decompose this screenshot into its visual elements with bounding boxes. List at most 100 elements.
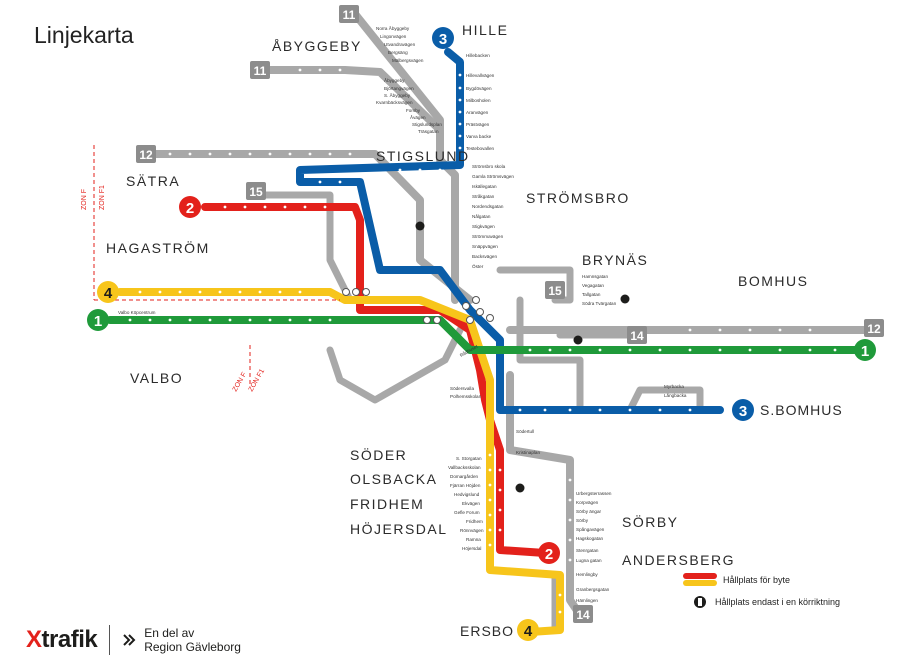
badge-line-15-east: 15 xyxy=(545,281,565,299)
district-hille: HILLE xyxy=(462,22,509,38)
route-11b xyxy=(256,66,444,134)
stop-label: Bygdövägen xyxy=(466,86,492,91)
line-1 xyxy=(106,316,859,354)
stop-label: Backsvägen xyxy=(472,254,497,259)
one-direction-icon xyxy=(415,221,425,231)
badge-line-15-west: 15 xyxy=(246,182,266,200)
line-badges: 1 1 2 2 3 3 4 4 11 11 12 12 14 14 15 15 xyxy=(87,5,884,641)
brand-divider xyxy=(109,625,111,655)
zone-f1-label: ZON F1 xyxy=(99,185,106,210)
stop-label: Hillebacken xyxy=(466,53,490,58)
svg-text:12: 12 xyxy=(139,148,153,162)
brand-subtitle: En del av Region Gävleborg xyxy=(144,626,241,654)
svg-text:1: 1 xyxy=(94,313,102,330)
svg-text:11: 11 xyxy=(343,8,356,22)
one-direction-icon xyxy=(694,596,706,608)
stop-label: Hamnsgatan xyxy=(582,274,608,279)
district-satra: SÄTRA xyxy=(126,173,181,189)
stop-label: Nålgatan xyxy=(472,213,491,219)
stop-label: Strömmavägen xyxy=(472,234,504,239)
stop-label: Mälbergsvägen xyxy=(392,58,424,63)
svg-text:12: 12 xyxy=(867,322,881,336)
stop-label: Snäppvägen xyxy=(472,244,498,249)
legend: Hållplats för byte Hållplats endast i en… xyxy=(683,572,883,616)
line-4 xyxy=(116,288,564,636)
stop-label: Södertull xyxy=(516,429,534,434)
stop-label: Långbacka xyxy=(664,392,687,398)
stop-label: Varva backe xyxy=(466,134,492,139)
stop-label: Sörby xyxy=(576,518,589,523)
stop-label: Åbyggeby xyxy=(384,77,405,83)
badge-line-3-east: 3 xyxy=(732,399,754,421)
stop-label: Södra Tvärgatan xyxy=(582,301,617,306)
svg-text:11: 11 xyxy=(254,64,267,78)
stop-label: Tallgatan xyxy=(582,292,601,297)
district-hagastrom: HAGASTRÖM xyxy=(106,240,210,256)
stop-label: Vegagatan xyxy=(582,283,604,288)
one-direction-markers xyxy=(415,221,630,493)
stop-label: Stråkgatan xyxy=(472,193,495,199)
badge-line-3-north: 3 xyxy=(432,27,454,49)
district-soder: SÖDER xyxy=(350,447,408,463)
badge-line-4-west: 4 xyxy=(97,281,119,303)
zone-f-label: ZON F xyxy=(81,189,88,210)
badge-line-2-south: 2 xyxy=(538,542,560,564)
one-direction-icon xyxy=(515,483,525,493)
line-1-dots xyxy=(128,318,837,352)
stop-label: Kvarnbäcksvägen xyxy=(376,100,413,105)
legend-transfer: Hållplats för byte xyxy=(683,572,883,588)
badge-line-14-south: 14 xyxy=(573,605,593,623)
badge-line-11-north: 11 xyxy=(339,5,359,23)
grey-routes xyxy=(136,10,874,634)
legend-one-direction: Hållplats endast i en körriktning xyxy=(683,594,883,610)
stop-label: Öster xyxy=(472,263,484,269)
badge-line-4-south: 4 xyxy=(517,619,539,641)
stop-labels: Hillebacken Hillevallvägen Bygdövägen Mi… xyxy=(118,25,687,603)
stop-label: Åvägen xyxy=(410,114,426,120)
zone-f-label-2: ZON F xyxy=(232,371,249,393)
stop-label: Hillevallvägen xyxy=(466,73,495,78)
stop-label: Myrbacka xyxy=(664,384,684,389)
stop-label: S. Åbyggeby xyxy=(384,92,411,98)
stop-dots xyxy=(128,68,837,614)
badge-line-12-west: 12 xyxy=(136,145,156,163)
svg-text:3: 3 xyxy=(439,31,447,48)
stop-label: Hedvigslund xyxy=(454,492,480,497)
district-abyggeby: ÅBYGGEBY xyxy=(272,38,362,54)
stop-label: Milbosholen xyxy=(466,98,491,103)
region-logo-icon xyxy=(123,634,136,646)
stop-label: Ramna xyxy=(466,537,481,542)
line-2-dots xyxy=(223,205,502,532)
stop-label: Aranvägen xyxy=(466,110,489,115)
stop-label: Forsby xyxy=(406,108,421,113)
stop-label: Lugna gatan xyxy=(576,558,602,563)
stop-label: Strömsbro skola xyxy=(472,164,506,169)
stop-label: Fridhem xyxy=(466,519,483,524)
district-andersberg: ANDERSBERG xyxy=(622,552,736,568)
page-title: Linjekarta xyxy=(34,22,134,48)
stop-label: Korpvägen xyxy=(576,500,599,505)
district-valbo: VALBO xyxy=(130,370,184,386)
one-direction-icon xyxy=(573,335,583,345)
district-fridhem: FRIDHEM xyxy=(350,496,425,512)
stop-label: Granbergsgatan xyxy=(576,587,610,592)
svg-text:4: 4 xyxy=(104,285,113,302)
svg-text:4: 4 xyxy=(524,623,533,640)
stop-label: Vallbacksskolan xyxy=(448,465,481,470)
district-brynas: BRYNÄS xyxy=(582,252,649,268)
stop-label: Gamla Strömsvägen xyxy=(472,174,514,179)
svg-text:2: 2 xyxy=(186,200,194,217)
stop-label: Urbergsterrassen xyxy=(576,491,612,496)
stop-label: Prästvägen xyxy=(466,122,490,127)
stop-label: Norra Åbyggeby xyxy=(376,25,410,31)
badge-line-12-east: 12 xyxy=(864,319,884,337)
route-14 xyxy=(506,371,584,619)
brand-logo: Xtrafik En del av Region Gävleborg xyxy=(26,620,241,660)
zone-markers xyxy=(93,145,340,385)
district-hojersdal: HÖJERSDAL xyxy=(350,521,448,537)
stop-label: Träsgatan xyxy=(418,129,439,134)
stop-label: Stigkvägen xyxy=(472,224,495,229)
stop-label: Nordendsgatan xyxy=(472,204,504,209)
badge-line-14-east: 14 xyxy=(627,326,647,344)
stop-label: Södersvalla xyxy=(450,386,474,391)
